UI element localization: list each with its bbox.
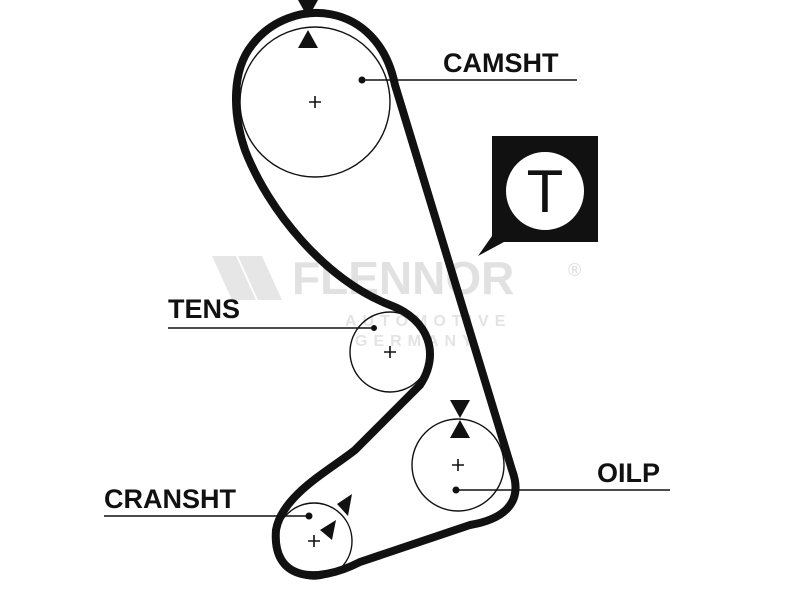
camshaft-circle [239, 26, 391, 178]
tensioner-pulley [168, 311, 431, 393]
camshaft-timing-arrow-bottom [298, 30, 318, 48]
crankshaft-center-mark [308, 535, 320, 547]
oil-pump-timing-arrow-top [450, 400, 470, 418]
crankshaft-timing-arrow-outer [337, 494, 352, 516]
crankshaft-pulley [104, 494, 353, 580]
watermark-registered: ® [568, 260, 581, 280]
tensioner-badge-circle [506, 152, 584, 230]
tensioner-center-mark [384, 346, 396, 358]
oil-pump-label: OILP [597, 458, 660, 488]
watermark-stripe-2 [238, 256, 282, 300]
watermark-brand: FLENNOR [292, 252, 514, 304]
watermark-logo: FLENNOR ® AUTOMOTIVE GERMANY [212, 252, 581, 350]
watermark-stripe-1 [212, 256, 256, 300]
watermark-line2: GERMANY [355, 333, 479, 350]
oil-pump-timing-arrow-bottom [450, 420, 470, 438]
camshaft-center-mark [309, 96, 321, 108]
tensioner-badge-letter: T [527, 158, 564, 225]
camshaft-pulley [239, 0, 577, 178]
oil-pump-pulley [411, 400, 670, 512]
tensioner-circle [349, 311, 431, 393]
oil-pump-center-mark [452, 459, 464, 471]
tensioner-label: TENS [168, 294, 240, 324]
crankshaft-circle [275, 502, 353, 580]
camshaft-timing-arrow-top [298, 0, 318, 18]
camshaft-label: CAMSHT [443, 48, 559, 78]
oil-pump-circle [411, 418, 505, 512]
crankshaft-timing-arrow-inner [320, 520, 336, 540]
tensioner-badge: T [478, 136, 598, 256]
timing-belt [231, 9, 520, 580]
crankshaft-label: CRANSHT [104, 484, 237, 514]
